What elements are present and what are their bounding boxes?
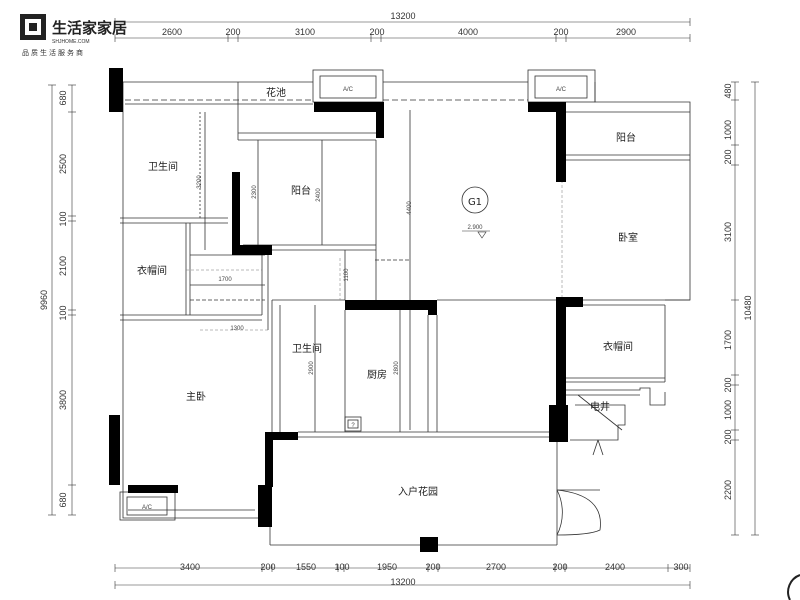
brand-logo: 生活家家居 SHJHOME.COM 品质生活服务商 xyxy=(20,14,127,57)
left-dim-5: 100 xyxy=(58,305,68,320)
bottom-total-dim: 13200 xyxy=(390,577,415,587)
left-dim-3: 100 xyxy=(58,211,68,226)
g1-level: 2.900 xyxy=(467,225,483,231)
label-closet-left: 衣帽间 xyxy=(137,264,167,277)
right-total-dim: 10480 xyxy=(743,295,753,320)
right-dim-8: 200 xyxy=(723,429,733,444)
inner-dim-2900: 2900 xyxy=(309,361,315,375)
left-dim-4: 2100 xyxy=(58,256,68,276)
bottom-dim-3: 1550 xyxy=(296,562,316,572)
right-dim-6: 200 xyxy=(723,377,733,392)
top-dim-7: 2900 xyxy=(616,27,636,37)
label-balcony-mid: 阳台 xyxy=(291,184,311,197)
inner-dim-4400: 4400 xyxy=(407,201,413,215)
top-dim-4: 200 xyxy=(369,27,384,37)
bottom-dim-5: 1950 xyxy=(377,562,397,572)
bottom-dim-4: 100 xyxy=(334,562,349,572)
inner-dim-1300: 1300 xyxy=(230,326,244,332)
inner-dim-1100: 1100 xyxy=(344,268,350,282)
ac-label-bottom: A/C xyxy=(142,505,153,511)
dashed-guides xyxy=(186,160,563,331)
bottom-dim-1: 3400 xyxy=(180,562,200,572)
top-dim-5: 4000 xyxy=(458,27,478,37)
label-master-bedroom: 主卧 xyxy=(186,390,206,403)
right-dim-7: 1000 xyxy=(723,400,733,420)
right-dim-5: 1700 xyxy=(723,330,733,350)
label-bedroom: 卧室 xyxy=(618,231,638,244)
right-dim-3: 200 xyxy=(723,149,733,164)
left-dim-7: 680 xyxy=(58,492,68,507)
ac-label-top-left: A/C xyxy=(343,87,354,93)
inner-dim-2300: 2300 xyxy=(252,185,258,199)
logo-url-text: SHJHOME.COM xyxy=(52,39,90,45)
g1-label: G1 xyxy=(468,197,482,208)
logo-slogan-text: 品质生活服务商 xyxy=(22,48,85,57)
logo-brand-text: 生活家家居 xyxy=(52,19,127,37)
bottom-dim-9: 2400 xyxy=(605,562,625,572)
bottom-dim-7: 2700 xyxy=(486,562,506,572)
label-balcony-right: 阳台 xyxy=(616,131,636,144)
inner-dim-3200: 3200 xyxy=(197,175,203,189)
top-dimensions xyxy=(114,18,691,42)
ac-label-top-right: A/C xyxy=(556,87,567,93)
bottom-dimensions xyxy=(114,564,691,589)
right-dim-2: 1000 xyxy=(723,120,733,140)
right-dim-9: 2200 xyxy=(723,480,733,500)
top-total-dim: 13200 xyxy=(390,11,415,21)
plan-outline xyxy=(119,69,691,546)
inner-dim-2400: 2400 xyxy=(316,188,322,202)
bottom-dim-2: 200 xyxy=(260,562,275,572)
structural-walls xyxy=(109,68,583,552)
label-flower-pond: 花池 xyxy=(266,86,286,99)
top-dim-3: 3100 xyxy=(295,27,315,37)
top-dim-6: 200 xyxy=(553,27,568,37)
pipe-marker: ? xyxy=(351,423,355,429)
inner-dim-1700: 1700 xyxy=(218,277,232,283)
inner-dim-2800: 2800 xyxy=(394,361,400,375)
left-dim-6: 3800 xyxy=(58,390,68,410)
left-total-dim: 9960 xyxy=(39,290,49,310)
right-dim-1: 480 xyxy=(723,83,733,98)
top-dim-1: 2600 xyxy=(162,27,182,37)
label-closet-right: 衣帽间 xyxy=(603,340,633,353)
left-dim-2: 2500 xyxy=(58,154,68,174)
left-dimensions xyxy=(48,84,76,516)
label-electric-well: 电井 xyxy=(590,400,610,413)
bottom-dim-8: 200 xyxy=(552,562,567,572)
right-dimensions xyxy=(731,81,759,536)
elevation-marker-g1: G1 2.900 xyxy=(461,186,490,239)
bottom-dim-10: 300 xyxy=(673,562,688,572)
label-toilet-top: 卫生间 xyxy=(148,160,178,173)
label-kitchen: 厨房 xyxy=(367,368,387,381)
label-entrance-garden: 入户花园 xyxy=(398,485,438,498)
left-dim-1: 680 xyxy=(58,90,68,105)
top-dim-2: 200 xyxy=(225,27,240,37)
corner-watermark xyxy=(787,574,800,600)
right-dim-4: 3100 xyxy=(723,222,733,242)
bottom-dim-6: 200 xyxy=(425,562,440,572)
label-toilet-mid: 卫生间 xyxy=(292,342,322,355)
